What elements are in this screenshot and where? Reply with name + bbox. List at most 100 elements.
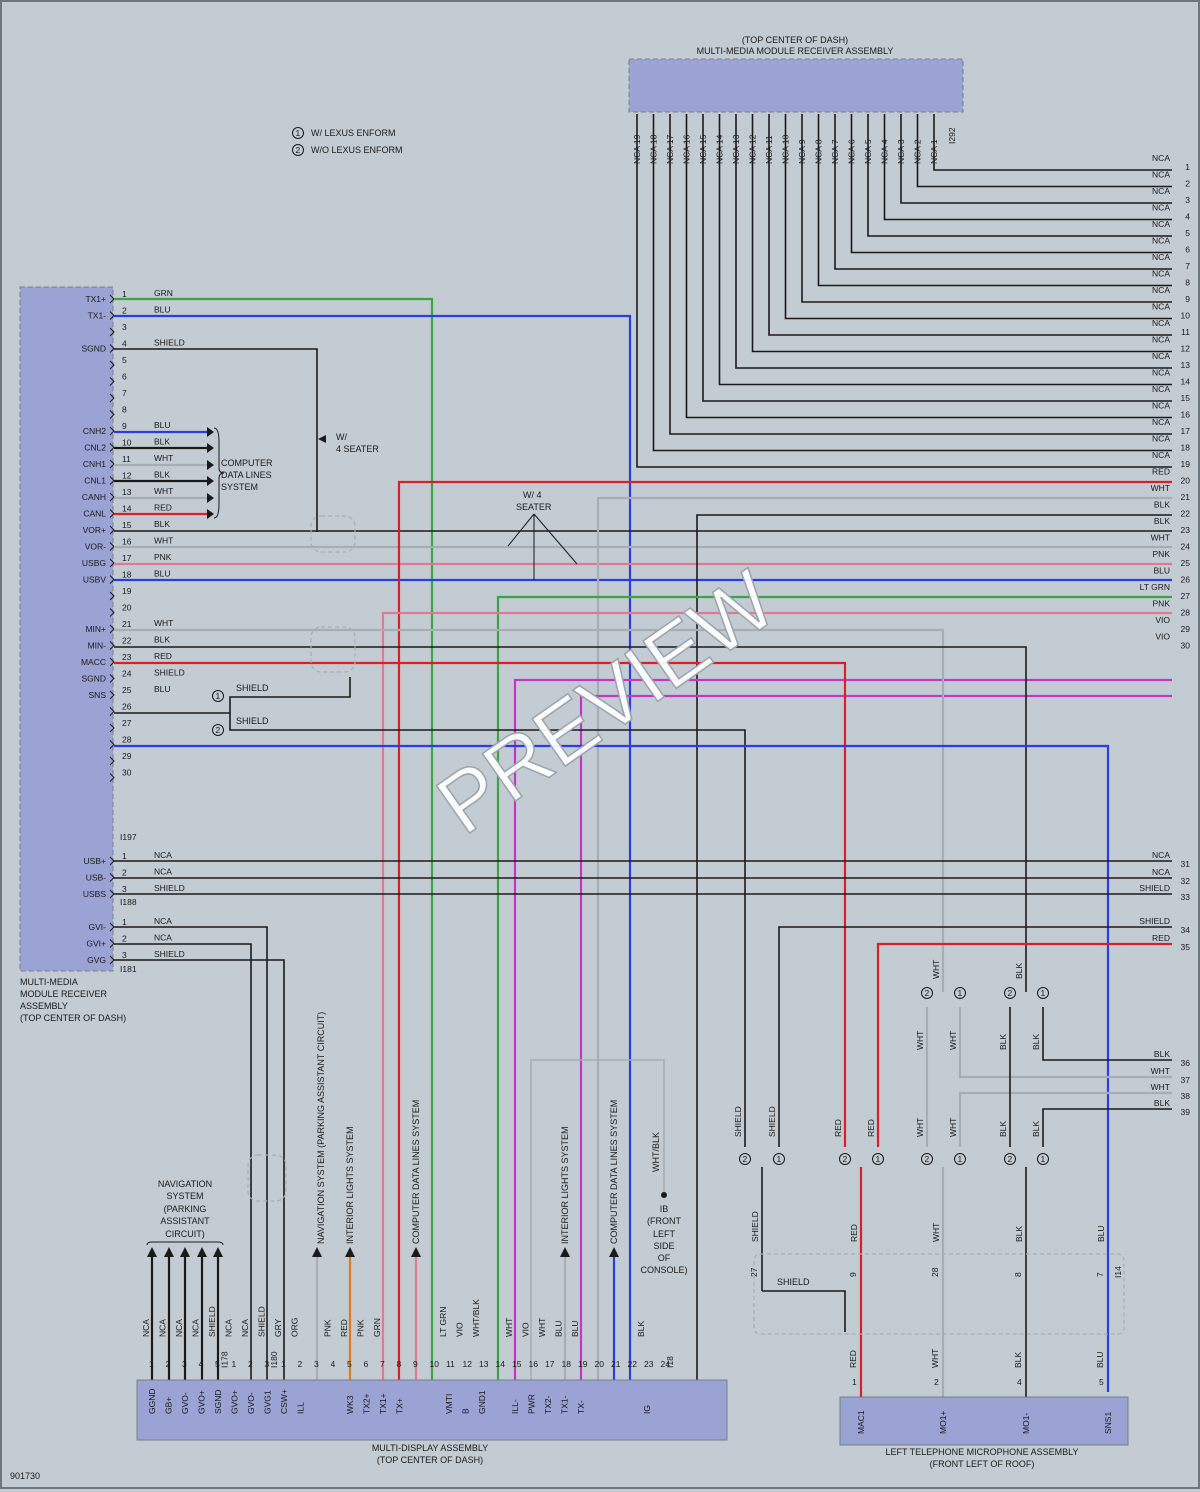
- right-wire-number: 16: [1181, 410, 1191, 420]
- option-circle: [921, 987, 933, 999]
- wire-wht-38: [958, 1091, 1172, 1147]
- left-signal-label: CANH: [82, 492, 106, 502]
- bottom-pin-number: 14: [496, 1359, 506, 1369]
- nca-fan-wire: [735, 114, 1172, 369]
- wire-vio-30: [579, 694, 1172, 1385]
- left-pin-chevron: [109, 756, 115, 766]
- shield-bubbles: [247, 515, 1125, 1335]
- figure-id: 901730: [10, 1471, 40, 1481]
- wire-gvi-plus: [114, 943, 252, 1385]
- bottom-signal-label: GVO-: [180, 1392, 190, 1414]
- left-wire-color: GRN: [154, 288, 173, 298]
- left-wire-color: PNK: [154, 552, 172, 562]
- option-circle: [1037, 1153, 1049, 1165]
- vlabel-interior-lights-1: INTERIOR LIGHTS SYSTEM: [345, 1126, 355, 1244]
- wire-sns: [114, 744, 1110, 1392]
- bottom-signal-label: GVO+: [197, 1390, 207, 1414]
- right-wire-number: 30: [1181, 641, 1191, 651]
- gv-signal-label: GVI-: [89, 922, 107, 932]
- right-wire-number: 8: [1185, 278, 1190, 288]
- bottom-pin-number: 16: [529, 1359, 539, 1369]
- right-wire-number: 24: [1181, 542, 1191, 552]
- vlabel-navigation: NAVIGATION SYSTEM (PARKING ASSISTANT CIR…: [316, 1012, 326, 1244]
- left-pin-number: 3: [122, 322, 127, 332]
- usb-pin-number: 1: [122, 851, 127, 861]
- right-wire-number: 25: [1181, 558, 1191, 568]
- bottom-pin-number: 11: [446, 1359, 455, 1369]
- computer-data-lines-label: COMPUTER DATA LINES SYSTEM: [221, 458, 273, 492]
- svg-text:SYSTEM: SYSTEM: [166, 1191, 203, 1201]
- wire-blk-22: [696, 514, 1172, 1385]
- nca-fan-wire: [751, 114, 1172, 353]
- mic-wire-color: BLU: [1095, 1351, 1105, 1368]
- left-pin-number: 30: [122, 768, 132, 778]
- bottom-pin-number: 19: [578, 1359, 588, 1369]
- svg-text:CONSOLE): CONSOLE): [640, 1265, 687, 1275]
- right-wire-number: 36: [1181, 1058, 1191, 1068]
- legend-symbol-1: [292, 127, 304, 139]
- left-pin-chevron: [109, 410, 115, 419]
- bottom-pin-number: 6: [364, 1359, 369, 1369]
- bottom-wire-color: VIO: [521, 1322, 531, 1337]
- left-module-caption: MULTI-MEDIA MODULE RECEIVER ASSEMBLY (TO…: [20, 977, 126, 1023]
- left-pin-number: 19: [122, 586, 132, 596]
- left-wire-color: RED: [154, 651, 172, 661]
- nca-fan-wire: [933, 114, 1172, 171]
- left-pin-chevron: [109, 608, 115, 617]
- left-wire-color: WHT: [154, 618, 173, 628]
- option-circle-number: 1: [777, 1154, 782, 1164]
- left-pin-chevron: [109, 707, 115, 716]
- option-circle: [773, 1153, 785, 1165]
- wire-red-20: [397, 480, 1172, 1385]
- right-wire-color: LT GRN: [1140, 582, 1170, 592]
- vertical-wire-color: SHIELD: [733, 1106, 743, 1137]
- right-wire-color: WHT: [1151, 1082, 1170, 1092]
- right-wire-color: NCA: [1152, 219, 1170, 229]
- right-wire-color: NCA: [1152, 417, 1170, 427]
- bottom-connector-id: I180: [269, 1351, 279, 1368]
- right-wire-color: NCA: [1152, 850, 1170, 860]
- gv-wire-color: SHIELD: [154, 949, 185, 959]
- bottom-signal-label: TX-: [576, 1400, 586, 1414]
- right-wire-number: 23: [1181, 525, 1191, 535]
- bottom-wire-color: WHT: [537, 1318, 547, 1337]
- right-wire-color: PNK: [1153, 599, 1171, 609]
- right-wire-color: NCA: [1152, 450, 1170, 460]
- left-signal-label: USBV: [83, 575, 106, 585]
- bottom-wire-color: NCA: [224, 1319, 234, 1337]
- gv-wire-color: NCA: [154, 933, 172, 943]
- vertical-wire-color: RED: [849, 1224, 859, 1242]
- left-signal-label: MIN+: [85, 624, 106, 634]
- left-pin-number: 4: [122, 339, 127, 349]
- left-pin-chevron: [109, 377, 115, 386]
- wire-min-plus: [114, 628, 945, 992]
- left-pin-chevron: [109, 740, 115, 749]
- option-circle-number: 2: [925, 988, 930, 998]
- bottom-pin-number: 20: [595, 1359, 605, 1369]
- vertical-wire-color: WHT: [948, 1031, 958, 1050]
- svg-text:SIDE: SIDE: [653, 1241, 674, 1251]
- usb-signal-label: USB+: [84, 856, 106, 866]
- right-wire-number: 14: [1181, 377, 1191, 387]
- legend-text-1: W/ LEXUS ENFORM: [311, 128, 396, 138]
- nca-fan-wire: [702, 114, 1172, 402]
- right-wire-number: 26: [1181, 575, 1191, 585]
- option-circle-number: 2: [1008, 988, 1013, 998]
- nca-fan-wire: [883, 114, 1172, 221]
- nca-fan-wire: [900, 114, 1172, 204]
- left-pin-number: 2: [122, 306, 127, 316]
- svg-text:ASSISTANT: ASSISTANT: [160, 1216, 210, 1226]
- bottom-signal-label: GGND: [147, 1389, 157, 1415]
- right-wire-color: NCA: [1152, 153, 1170, 163]
- right-wire-number: 39: [1181, 1107, 1191, 1117]
- wht-blk-label: WHT/BLK: [651, 1132, 661, 1172]
- mic-pin-number: 1: [852, 1377, 857, 1387]
- mic-junction-pin: 7: [1095, 1272, 1105, 1277]
- wire-shield-34: [778, 926, 1172, 1147]
- svg-text:(FRONT: (FRONT: [647, 1216, 681, 1226]
- right-wire-number: 6: [1185, 245, 1190, 255]
- vertical-wire-color: WHT: [915, 1031, 925, 1050]
- left-pin-chevron: [109, 641, 115, 650]
